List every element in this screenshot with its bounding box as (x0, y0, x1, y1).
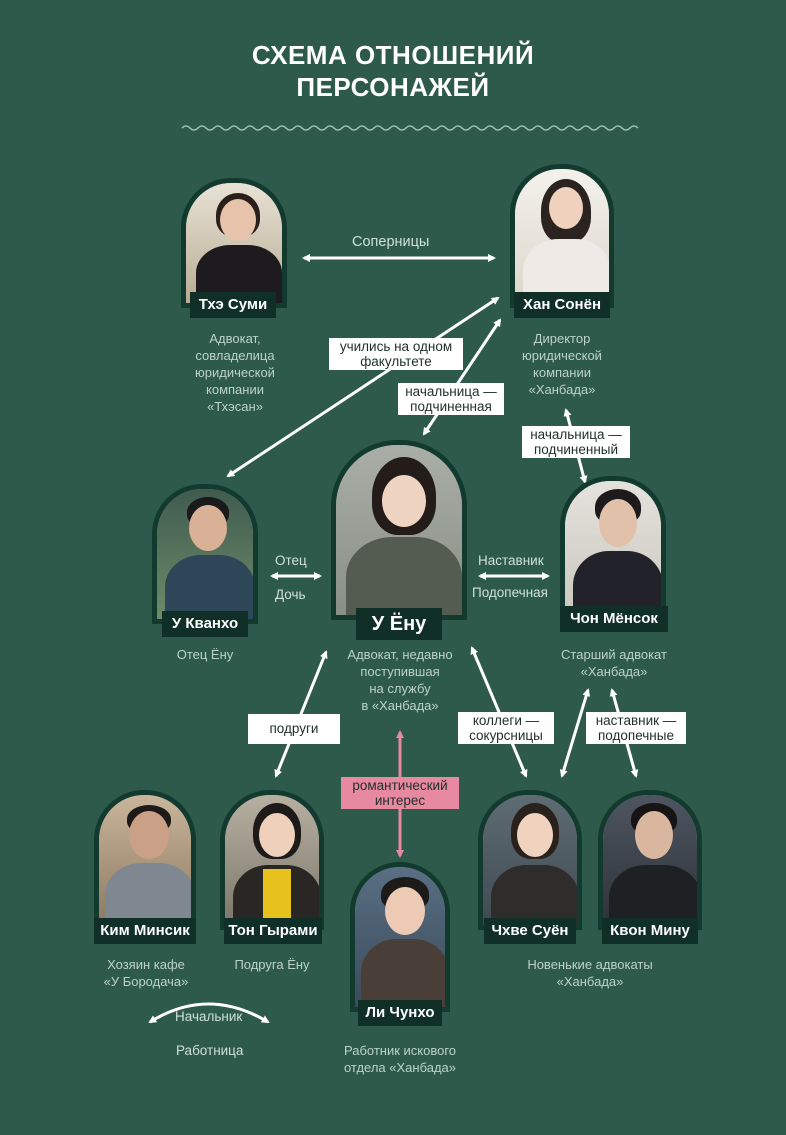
portrait-jung-myungseok (560, 476, 666, 626)
name-woo-kwangho: У Кванхо (162, 611, 248, 637)
desc-woo-kwangho: Отец Ёну (176, 647, 234, 662)
label-daughter: Дочь (275, 587, 306, 602)
page-title-line1: СХЕМА ОТНОШЕНИЙ (251, 40, 535, 70)
name-dong-geurami: Тон Гырами (224, 918, 322, 944)
desc-kim-minsik: Хозяин кафе«У Бородача» (103, 957, 189, 989)
label-boss-sub-male: начальница —подчиненный (522, 426, 630, 458)
portrait-tae-sumi (181, 178, 287, 308)
label-friends: подруги (248, 714, 340, 744)
label-mentor-mentees: наставник —подопечные (586, 712, 686, 744)
title-divider (181, 125, 639, 131)
label-chief: Начальник (175, 1009, 243, 1024)
name-lee-junho: Ли Чунхо (358, 1000, 442, 1026)
name-kwon-minwoo: Квон Мину (602, 918, 698, 944)
label-worker: Работница (176, 1043, 244, 1058)
portrait-choi-suyeon (478, 790, 582, 930)
portrait-dong-geurami (220, 790, 324, 930)
desc-dong-geurami: Подруга Ёну (234, 957, 310, 972)
label-colleagues: коллеги —сокурсницы (458, 712, 554, 744)
name-tae-sumi: Тхэ Суми (190, 292, 276, 318)
name-jung-myungseok: Чон Мёнсок (560, 606, 668, 632)
portrait-woo-kwangho (152, 484, 258, 624)
portrait-lee-junho (350, 862, 450, 1012)
desc-new-lawyers: Новенькие адвокаты«Ханбада» (527, 957, 653, 989)
label-mentee: Подопечная (472, 585, 548, 600)
name-choi-suyeon: Чхве Суён (484, 918, 576, 944)
arrow-han-youngwoo (422, 318, 502, 436)
name-han-seonyoung: Хан Сонён (514, 292, 610, 318)
desc-jung-myungseok: Старший адвокат«Ханбада» (561, 647, 667, 679)
arrow-jung-choi (559, 688, 591, 778)
label-rivals: Соперницы (352, 234, 430, 250)
portrait-kim-minsik (94, 790, 196, 930)
arrow-chief-worker (148, 1002, 270, 1024)
label-mentor: Наставник (478, 553, 544, 568)
portrait-kwon-minwoo (598, 790, 702, 930)
portrait-han-seonyoung (510, 164, 614, 308)
label-father: Отец (275, 553, 307, 568)
page-title-line2: ПЕРСОНАЖЕЙ (296, 72, 490, 102)
name-kim-minsik: Ким Минсик (94, 918, 196, 944)
name-woo-young-woo: У Ёну (356, 608, 442, 640)
portrait-woo-young-woo (331, 440, 467, 620)
label-boss-sub-female: начальница —подчиненная (398, 383, 504, 415)
